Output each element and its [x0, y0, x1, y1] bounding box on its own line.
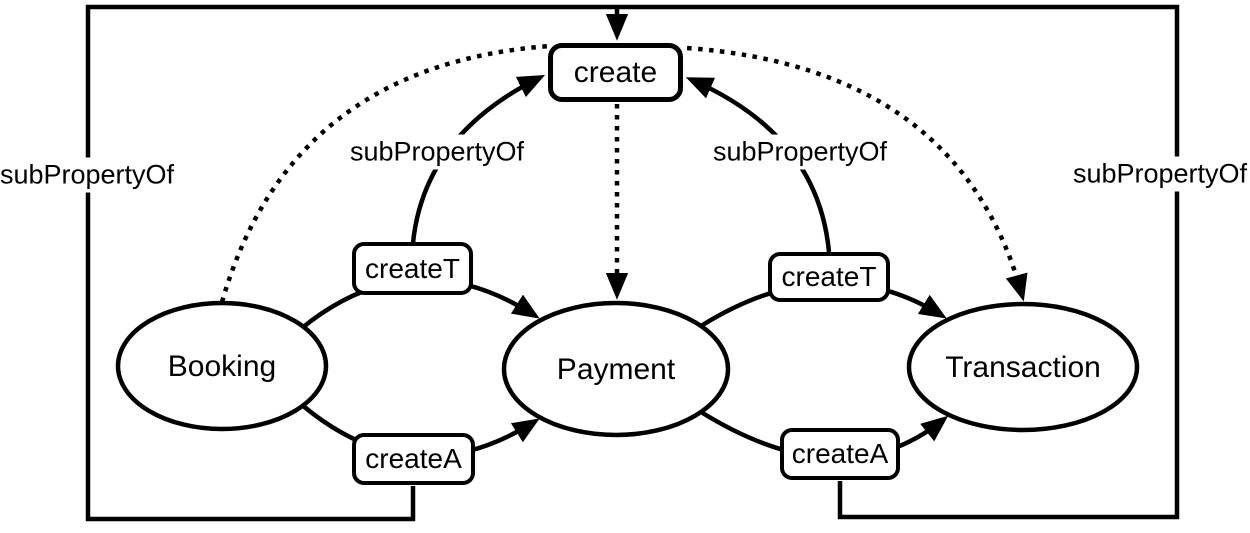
frame-routed-edge-path — [85, 4, 1180, 522]
subpropertyof-label-outer-left: subPropertyOf — [0, 157, 178, 193]
create-property-label: create — [573, 55, 658, 89]
subpropertyof-label-inner-right: subPropertyOf — [709, 134, 891, 170]
dotted-edge-create-to-transaction — [686, 45, 1028, 302]
subpropertyof-label-inner-left: subPropertyOf — [346, 134, 528, 170]
createA-right-property-box: createA — [780, 428, 900, 480]
transaction-node-label: Transaction — [945, 351, 1101, 384]
createA-left-property-label: createA — [365, 443, 462, 474]
create-property-box: create — [548, 43, 683, 102]
createT-right-property-box: createT — [768, 252, 890, 302]
createT-left-property-box: createT — [352, 242, 473, 295]
transaction-ellipse — [906, 301, 1140, 433]
payment-ellipse — [501, 300, 731, 438]
createA-right-property-label: createA — [791, 438, 889, 469]
booking-node-label: Booking — [167, 350, 277, 383]
createT-right-property-label: createT — [781, 261, 877, 292]
payment-node-label: Payment — [556, 353, 676, 386]
subpropertyof-label-outer-right: subPropertyOf — [1069, 156, 1250, 192]
createA-left-property-box: createA — [352, 433, 475, 485]
booking-ellipse — [115, 300, 329, 432]
createT-left-property-label: createT — [365, 252, 460, 284]
